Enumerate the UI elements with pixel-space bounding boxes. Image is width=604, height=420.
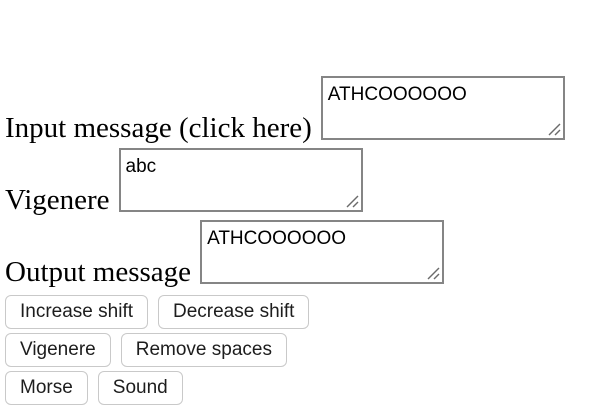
increase-shift-button[interactable]: Increase shift — [5, 295, 148, 329]
decrease-shift-button[interactable]: Decrease shift — [158, 295, 310, 329]
morse-button[interactable]: Morse — [5, 371, 88, 405]
cipher-buttons-row: Vigenere Remove spaces — [5, 333, 297, 367]
output-message-label: Output message — [5, 256, 192, 288]
output-mode-buttons-row: Morse Sound — [5, 371, 193, 405]
input-message-row: Input message (click here) ATHCOOOOOO — [5, 76, 565, 144]
resize-grip-icon[interactable] — [426, 266, 440, 280]
output-message-value: ATHCOOOOOO — [207, 228, 347, 249]
input-message-label: Input message (click here) — [5, 112, 312, 144]
vigenere-key-field[interactable]: abc — [118, 148, 363, 212]
vigenere-row: Vigenere abc — [5, 148, 363, 216]
resize-grip-icon[interactable] — [345, 194, 359, 208]
input-message-field[interactable]: ATHCOOOOOO — [320, 76, 565, 140]
vigenere-key-value: abc — [125, 156, 157, 177]
remove-spaces-button[interactable]: Remove spaces — [120, 333, 287, 367]
shift-buttons-row: Increase shift Decrease shift — [5, 295, 319, 329]
sound-button[interactable]: Sound — [97, 371, 183, 405]
vigenere-label: Vigenere — [5, 184, 110, 216]
input-message-value: ATHCOOOOOO — [327, 84, 467, 105]
output-message-row: Output message ATHCOOOOOO — [5, 220, 445, 288]
output-message-field[interactable]: ATHCOOOOOO — [200, 220, 445, 284]
vigenere-button[interactable]: Vigenere — [5, 333, 111, 367]
resize-grip-icon[interactable] — [547, 122, 561, 136]
